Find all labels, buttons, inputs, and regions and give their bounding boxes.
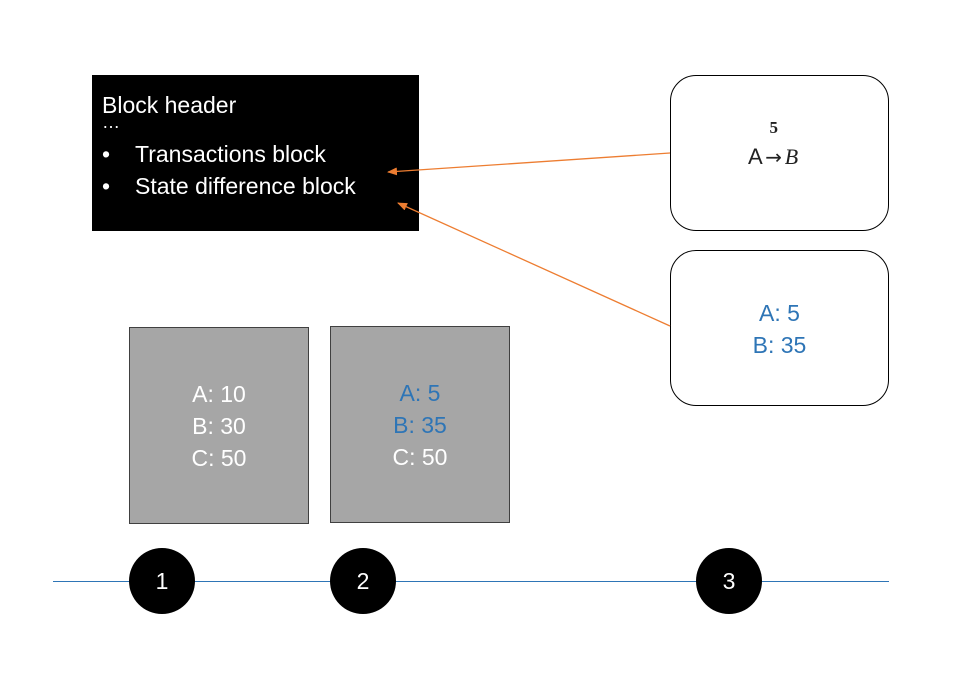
transaction-amount: 5 (769, 118, 778, 137)
arrow-transactions-to-header (387, 152, 671, 176)
timeline-line (53, 581, 889, 582)
bullet-state-difference-block: • State difference block (102, 171, 419, 201)
state-difference-box: A: 5 B: 35 (670, 250, 889, 406)
timeline-marker-2: 2 (330, 548, 396, 614)
state-line-a: A: 5 (759, 300, 800, 326)
block-header-title: Block header (102, 92, 237, 118)
state-line-b: B: 35 (393, 412, 447, 438)
state-block-values: A: 5 B: 35 C: 50 (331, 377, 509, 473)
right-arrow-icon: → (765, 145, 783, 169)
state-line-c: C: 50 (191, 445, 247, 471)
transaction-receiver: B (784, 144, 799, 169)
block-header-box: Block header … • Transactions block • St… (92, 75, 419, 231)
timeline-marker-1: 1 (129, 548, 195, 614)
state-block-values: A: 10 B: 30 C: 50 (130, 378, 308, 474)
bullet-label: Transactions block (135, 141, 326, 167)
state-block-2: A: 5 B: 35 C: 50 (330, 326, 510, 523)
bullet-transactions-block: • Transactions block (102, 139, 419, 169)
state-line-b: B: 30 (192, 413, 246, 439)
transaction-sender: A (748, 144, 763, 169)
bullet-label: State difference block (135, 173, 356, 199)
state-line-b: B: 35 (752, 332, 807, 358)
bullet-dot-icon: • (102, 141, 111, 167)
timeline-marker-3: 3 (696, 548, 762, 614)
state-difference-values: A: 5 B: 35 (671, 297, 888, 361)
block-header-ellipsis: … (102, 112, 120, 132)
bullet-dot-icon: • (102, 173, 111, 199)
state-line-c: C: 50 (392, 444, 448, 470)
state-block-1: A: 10 B: 30 C: 50 (129, 327, 309, 524)
arrow-state-diff-to-header (397, 202, 671, 327)
state-line-a: A: 10 (192, 381, 246, 407)
state-line-a: A: 5 (399, 380, 441, 406)
